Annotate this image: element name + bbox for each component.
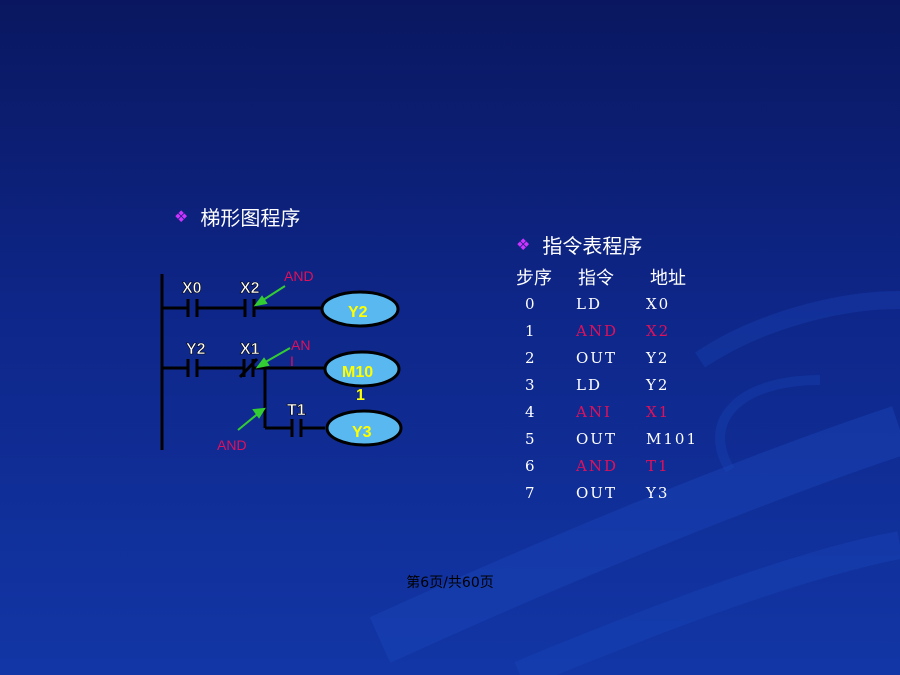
row-step: 7 [525,483,537,502]
diamond-bullet-icon: ❖ [174,207,189,226]
coil-label-y2: Y2 [348,304,368,321]
row-instruction: OUT [576,429,617,448]
row-instruction: AND [576,321,618,340]
footer-suffix: 页 [479,575,494,591]
contact-label-x2: X2 [240,280,260,297]
footer-prefix: 第 [406,575,421,591]
table-row: 5 OUT M101 [516,425,706,452]
table-header: 步序 指令 地址 [516,264,706,290]
table-row: 3 LD Y2 [516,371,706,398]
table-row: 2 OUT Y2 [516,344,706,371]
annotation-and-1: AND [284,268,314,284]
row-address: Y2 [646,375,670,394]
row-instruction: AND [576,456,618,475]
row-address: Y3 [646,483,670,502]
table-row: 0 LD X0 [516,290,706,317]
row-instruction: OUT [576,348,617,367]
header-instruction: 指令 [578,268,614,289]
row-step: 0 [525,294,537,313]
contact-label-y2: Y2 [186,341,206,358]
row-instruction: LD [576,294,602,313]
page-footer: 第6页/共60页 [0,572,900,592]
annotation-i: I [290,353,294,369]
table-row: 4 ANI X1 [516,398,706,425]
row-step: 2 [525,348,537,367]
row-address: X1 [646,402,671,421]
contact-label-x1: X1 [240,341,260,358]
row-instruction: OUT [576,483,617,502]
ladder-heading: ❖ 梯形图程序 [174,202,300,231]
table-row: 6 AND T1 [516,452,706,479]
row-instruction: LD [576,375,602,394]
row-step: 1 [525,321,537,340]
header-step: 步序 [516,268,552,289]
footer-page-number: 6 [420,575,430,591]
coil-label-m10: M10 [342,364,373,381]
annotation-an: AN [291,337,310,353]
coil-y3 [325,409,403,447]
row-address: M101 [646,429,698,448]
footer-total-pages: 60 [461,575,480,591]
row-step: 6 [525,456,537,475]
header-address: 地址 [650,268,686,289]
instruction-heading: ❖ 指令表程序 [516,230,642,259]
instruction-heading-text: 指令表程序 [542,234,643,258]
row-address: X2 [646,321,671,340]
row-address: X0 [646,294,671,313]
table-row: 1 AND X2 [516,317,706,344]
ladder-heading-text: 梯形图程序 [200,206,301,230]
coil-label-y3: Y3 [352,424,372,441]
footer-middle: 页/共 [429,575,462,591]
contact-label-t1: T1 [287,402,306,419]
table-row: 7 OUT Y3 [516,479,706,506]
row-address: T1 [646,456,670,475]
row-instruction: ANI [576,402,612,421]
row-step: 3 [525,375,537,394]
coil-label-1: 1 [356,387,365,404]
coil-y2 [320,290,400,328]
row-step: 5 [525,429,537,448]
coil-m101 [323,350,401,388]
row-address: Y2 [646,348,670,367]
ladder-diagram: X0 X2 Y2 X1 T1 Y2 M10 1 Y3 AND AN I AND [160,268,403,453]
annotation-and-2: AND [217,437,247,453]
row-step: 4 [525,402,537,421]
contact-label-x0: X0 [182,280,202,297]
diamond-bullet-icon: ❖ [516,235,531,254]
